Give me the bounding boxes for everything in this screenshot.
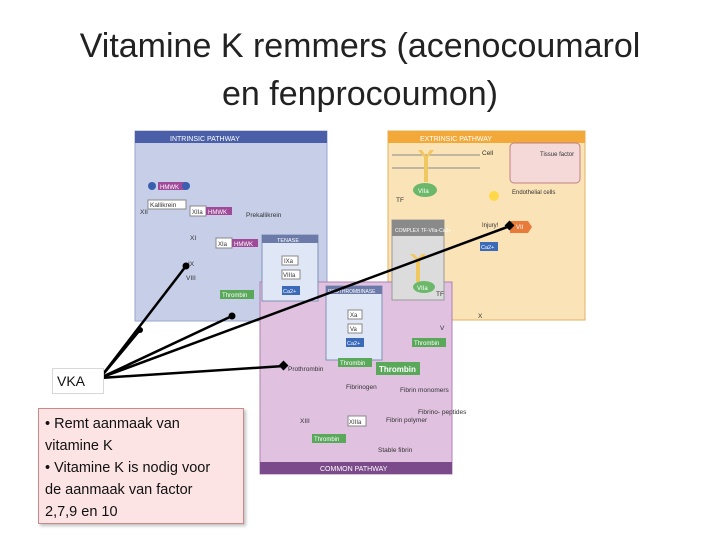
kallikrein-label: Kallikrein: [150, 202, 177, 209]
hmwk-tag-3: [232, 239, 258, 247]
tf-label-top: TF: [396, 197, 404, 204]
thrombin-label-intrinsic: Thrombin: [222, 293, 247, 299]
extrinsic-header-bar: [388, 131, 585, 143]
thrombin-box-mid: [338, 358, 372, 367]
intrinsic-header: INTRINSIC PATHWAY: [170, 136, 240, 143]
tenase-label: TENASE: [277, 238, 299, 244]
hmwk-tag-2: [206, 207, 232, 215]
viii-label: VIII: [186, 275, 196, 282]
va-box: [347, 323, 363, 334]
vka-pointer-ends: [137, 220, 515, 371]
xi-label: XI: [190, 235, 196, 242]
thrombin-box-intrinsic: [220, 290, 254, 299]
common-header: COMMON PATHWAY: [320, 466, 388, 473]
tissue-factor-label: Tissue factor: [540, 152, 574, 158]
explanation-box: • Remt aanmaak van vitamine K • Vitamine…: [38, 408, 244, 524]
viiia-box: [281, 269, 301, 280]
stable-fibrin-label: Stable fibrin: [378, 447, 413, 454]
thrombin-label-main: Thrombin: [379, 365, 416, 374]
membrane-top: [392, 154, 480, 169]
endothelial-label: Endothelial cells: [512, 190, 555, 196]
xiiia-box: [347, 415, 367, 427]
thrombin-label-small: Thrombin: [414, 341, 439, 347]
hmwk-dot-2: [182, 182, 190, 190]
fibrin-polymer-label: Fibrin polymer: [386, 417, 428, 424]
injury-star: [489, 191, 499, 201]
thrombin-box-small: [412, 338, 446, 347]
intrinsic-header-bar: [135, 131, 327, 143]
ca-box-common: [346, 338, 364, 347]
receptor-top: [418, 150, 434, 182]
ca-label-extrinsic: Ca2+: [481, 245, 494, 251]
injury-label: Injury!: [482, 223, 499, 229]
tenase-header: [262, 235, 318, 243]
note-line-4: de aanmaak van factor: [45, 482, 193, 498]
ca-box-tenase: [282, 286, 300, 295]
ca-box-extrinsic: [480, 242, 498, 251]
x-label: X: [478, 313, 483, 320]
viia-label-bottom: VIIa: [417, 286, 428, 292]
note-line-1: • Remt aanmaak van: [45, 416, 180, 432]
slide-title: Vitamine K remmers (acenocoumarol en fen…: [0, 22, 720, 118]
xiii-label: XIII: [300, 418, 310, 425]
va-label: Va: [350, 327, 358, 333]
thrombin-label-mid: Thrombin: [340, 361, 365, 367]
viia-oval-top: [413, 183, 437, 197]
ixa-box: [281, 255, 299, 266]
note-line-5: 2,7,9 en 10: [45, 504, 118, 520]
note-line-2: vitamine K: [45, 438, 113, 454]
thrombin-box-main: [376, 362, 420, 375]
vii-box: [510, 221, 532, 233]
ix-label: IX: [188, 261, 195, 268]
hmwk-tag-1: [158, 182, 186, 190]
cell-box: [509, 142, 581, 184]
vka-label: VKA: [52, 368, 104, 394]
common-header-bar: [260, 462, 452, 474]
xa-box: [347, 309, 363, 320]
xia-label: XIa: [218, 242, 228, 248]
fibrinogen-label: Fibrinogen: [346, 384, 377, 391]
title-line-1: Vitamine K remmers (acenocoumarol: [79, 27, 641, 65]
viia-label-top: VIIa: [418, 189, 429, 195]
xa-label: Xa: [350, 313, 358, 319]
prothrombinase-header: [326, 286, 382, 294]
hmwk-label-2: HMWK: [208, 210, 227, 216]
prothrombinase-box: [325, 285, 383, 361]
xiia-label: XIIa: [192, 210, 203, 216]
thrombin-label-common: Thrombin: [314, 437, 339, 443]
hmwk-dot-1: [148, 182, 156, 190]
receptor-bottom: [410, 254, 426, 282]
prothrombin-label: Prothrombin: [288, 366, 324, 373]
kallikrein-box: [147, 199, 187, 210]
fibrinopeptides-label: Fibrino- peptides: [418, 409, 467, 416]
vii-label: VII: [516, 225, 524, 231]
title-line-2: en fenprocoumon): [222, 75, 498, 113]
ca-label-tenase: Ca2+: [283, 289, 296, 295]
hmwk-label-1: HMWK: [160, 185, 179, 191]
cell-label: Cell: [482, 150, 494, 157]
note-line-3: • Vitamine K is nodig voor: [45, 460, 211, 476]
ixa-label: IXa: [284, 259, 294, 265]
viia-oval-bottom: [413, 281, 435, 293]
fibrin-monomers-label: Fibrin monomers: [400, 387, 450, 394]
complex-header: [392, 220, 444, 236]
vka-pointer-lines: [99, 224, 511, 380]
complex-label: COMPLEX TF-VIIa-Ca2+: [395, 228, 451, 234]
prekallikrein-label: Prekallikrein: [246, 212, 282, 219]
xiiia-label: XIIIa: [349, 420, 362, 426]
thrombin-box-common: [312, 434, 346, 443]
viiia-label: VIIIa: [283, 273, 296, 279]
hmwk-label-3: HMWK: [234, 242, 253, 248]
prothrombinase-label: PROTHROMBINASE: [328, 289, 376, 295]
v-label: V: [440, 325, 445, 332]
extrinsic-header: EXTRINSIC PATHWAY: [420, 136, 492, 143]
ca-label-common: Ca2+: [347, 341, 360, 347]
xii-label: XII: [140, 209, 148, 216]
tf-label-bottom: TF: [436, 291, 444, 298]
